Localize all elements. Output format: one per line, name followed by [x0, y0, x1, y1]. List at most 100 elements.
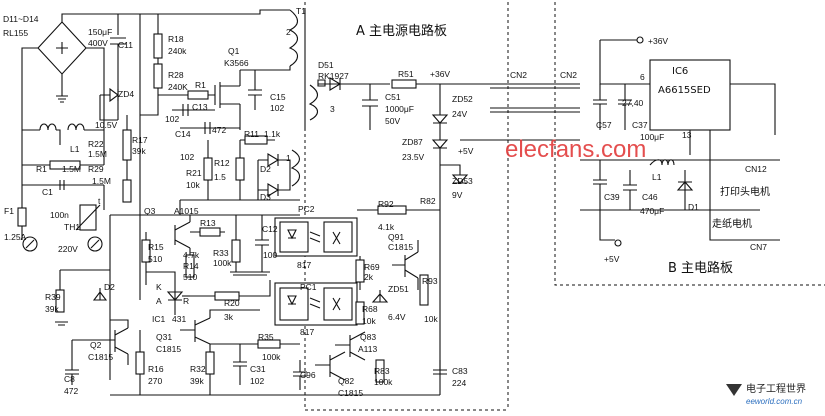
label-sec3: 3 — [330, 104, 335, 114]
label-d1: D1 — [688, 202, 699, 212]
control-section — [55, 200, 440, 396]
label-q31: Q31 — [156, 332, 172, 342]
label-n1: 1 — [286, 153, 291, 163]
label-c37: C37 — [632, 120, 648, 130]
label-p5a: +5V — [458, 146, 474, 156]
label-pc2: PC2 — [298, 204, 315, 214]
board-title-b: B 主电路板 — [668, 260, 733, 276]
label-c13-val: 102 — [165, 114, 179, 124]
label-r68-val: 10k — [362, 316, 376, 326]
label-r17: R17 — [132, 135, 148, 145]
label-r35: R35 — [258, 332, 274, 342]
label-c83-val: 224 — [452, 378, 466, 388]
label-r68: R68 — [362, 304, 378, 314]
label-p5b: +5V — [604, 254, 620, 264]
watermark-text: elecfans.com — [505, 136, 646, 163]
label-c31-val: 102 — [250, 376, 264, 386]
label-zd53-val: 9V — [452, 190, 463, 200]
label-r82: R82 — [420, 196, 436, 206]
label-q83: Q83 — [360, 332, 376, 342]
label-n2: 2 — [286, 27, 291, 37]
label-r14-val: 4.7k — [183, 250, 200, 260]
label-zd52: ZD52 — [452, 94, 473, 104]
label-cn2a: CN2 — [510, 70, 527, 80]
label-r14b: 510 — [183, 272, 197, 282]
label-p36a: +36V — [430, 69, 450, 79]
label-r92: R92 — [378, 199, 394, 209]
label-zd53: ZD53 — [452, 176, 473, 186]
label-r39-val: 39k — [45, 304, 59, 314]
label-r1b: R1 — [36, 164, 47, 174]
secondary-side — [293, 77, 580, 395]
label-r28-val: 240K — [168, 82, 188, 92]
label-q91-type: C1815 — [388, 242, 413, 252]
label-print-motor: 打印头电机 — [720, 185, 770, 198]
label-zd51: ZD51 — [388, 284, 409, 294]
label-r21-val: 10k — [186, 180, 200, 190]
label-c83: C83 — [452, 366, 468, 376]
label-zd4: ZD4 — [118, 89, 134, 99]
label-c51-v: 50V — [385, 116, 400, 126]
label-d51: D51 — [318, 60, 334, 70]
label-q2: Q2 — [90, 340, 102, 350]
label-r13: R13 — [200, 218, 216, 228]
label-r12-val: 1.5 — [214, 172, 226, 182]
label-r22: R22 — [88, 139, 104, 149]
label-c1: C1 — [42, 187, 53, 197]
label-c15: C15 — [270, 92, 286, 102]
label-r69: R69 — [364, 262, 380, 272]
label-r22-val: 1.5M — [88, 149, 107, 159]
label-q83-type: A113 — [358, 344, 377, 354]
label-c37-val: 100μF — [640, 132, 664, 142]
label-r69-val: 2k — [364, 272, 374, 282]
label-r16-val: 270 — [148, 376, 162, 386]
label-d11-d14: D11~D14 — [3, 14, 39, 24]
logo-url: eeworld.com.cn — [746, 397, 803, 406]
label-q31-type: C1815 — [156, 344, 181, 354]
label-q3-type: A1015 — [174, 206, 199, 216]
label-pin27: 27,40 — [622, 98, 644, 108]
label-zd4-val: 10.5V — [95, 120, 118, 130]
label-zd87: ZD87 — [402, 137, 423, 147]
label-pc2-type: 817 — [297, 260, 311, 270]
label-ac: 220V — [58, 244, 78, 254]
label-c8: C8 — [64, 374, 75, 384]
label-r16: R16 — [148, 364, 164, 374]
label-r18-val: 240k — [168, 46, 187, 56]
label-r32-val: 39k — [190, 376, 204, 386]
label-k: K — [156, 282, 162, 292]
label-q1-type: K3566 — [224, 58, 249, 68]
label-c11: C11 — [118, 40, 133, 50]
label-r51: R51 — [398, 69, 414, 79]
label-t1: T1 — [296, 6, 306, 16]
label-c12-val: 100 — [263, 250, 277, 260]
label-r: R — [183, 296, 189, 306]
component-labels: D11~D14 RL155 150μF 400V C11 R18 240k R2… — [3, 6, 770, 398]
label-q3: Q3 — [144, 206, 156, 216]
label-c46: C46 — [642, 192, 658, 202]
label-r11-val: 1.1k — [264, 129, 281, 139]
label-r33: R33 — [213, 248, 229, 258]
label-r20-val: 3k — [224, 312, 234, 322]
label-r1: R1 — [195, 80, 206, 90]
label-c11-v: 400V — [88, 38, 108, 48]
label-c39: C39 — [604, 192, 620, 202]
label-r15: R15 — [148, 242, 164, 252]
label-r93-val: 10k — [424, 314, 438, 324]
label-r35-val: 100k — [262, 352, 281, 362]
label-ic1: IC1 — [152, 314, 166, 324]
input-filter — [17, 123, 105, 252]
label-a: A — [156, 296, 162, 306]
label-zd52-val: 24V — [452, 109, 467, 119]
label-c46-val: 470μF — [640, 206, 664, 216]
label-l1: L1 — [70, 144, 80, 154]
label-r29: R29 — [88, 164, 104, 174]
board-title-a: A 主电源电路板 — [356, 23, 447, 39]
label-c14b: 102 — [180, 152, 194, 162]
site-logo: 电子工程世界 eeworld.com.cn — [726, 382, 806, 406]
label-ic6-type: A6615SED — [658, 85, 711, 96]
label-c14: C14 — [175, 129, 191, 139]
bridge-rectifier — [21, 13, 141, 300]
label-pin13: 13 — [682, 130, 692, 140]
